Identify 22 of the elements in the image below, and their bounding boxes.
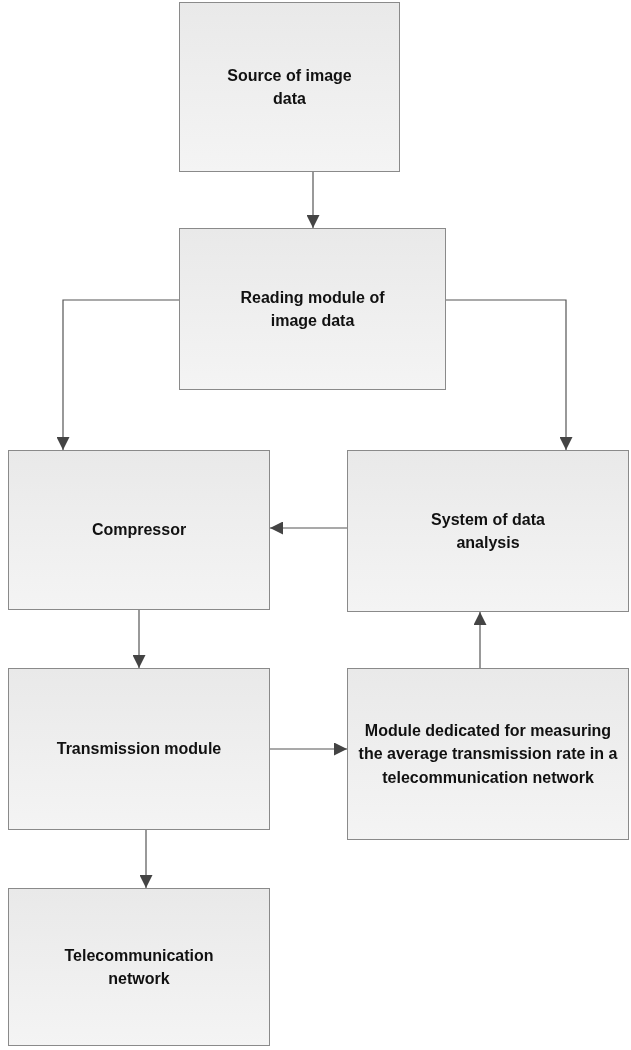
process-box (179, 2, 400, 172)
arrow (132, 609, 146, 669)
process-box (347, 668, 629, 840)
arrow (269, 742, 348, 756)
arrow (445, 299, 573, 451)
box-label: Module dedicated for measuring the average transmission rate in a telecommunication network (357, 721, 619, 788)
box-label: Transmission module (55, 739, 223, 760)
box-label: Source of image data (226, 65, 353, 109)
process-box (179, 228, 446, 390)
process-box (8, 668, 270, 830)
arrow (306, 171, 320, 229)
box-label: Telecommunication network (63, 945, 215, 989)
process-box (347, 450, 629, 612)
box-label: System of data analysis (430, 509, 546, 553)
arrow (269, 521, 348, 535)
arrow (56, 299, 180, 451)
process-box (8, 888, 270, 1046)
process-box (8, 450, 270, 610)
box-label: Compressor (90, 520, 188, 541)
arrow (139, 829, 153, 889)
arrow (473, 611, 487, 669)
box-label: Reading module of image data (239, 287, 386, 331)
